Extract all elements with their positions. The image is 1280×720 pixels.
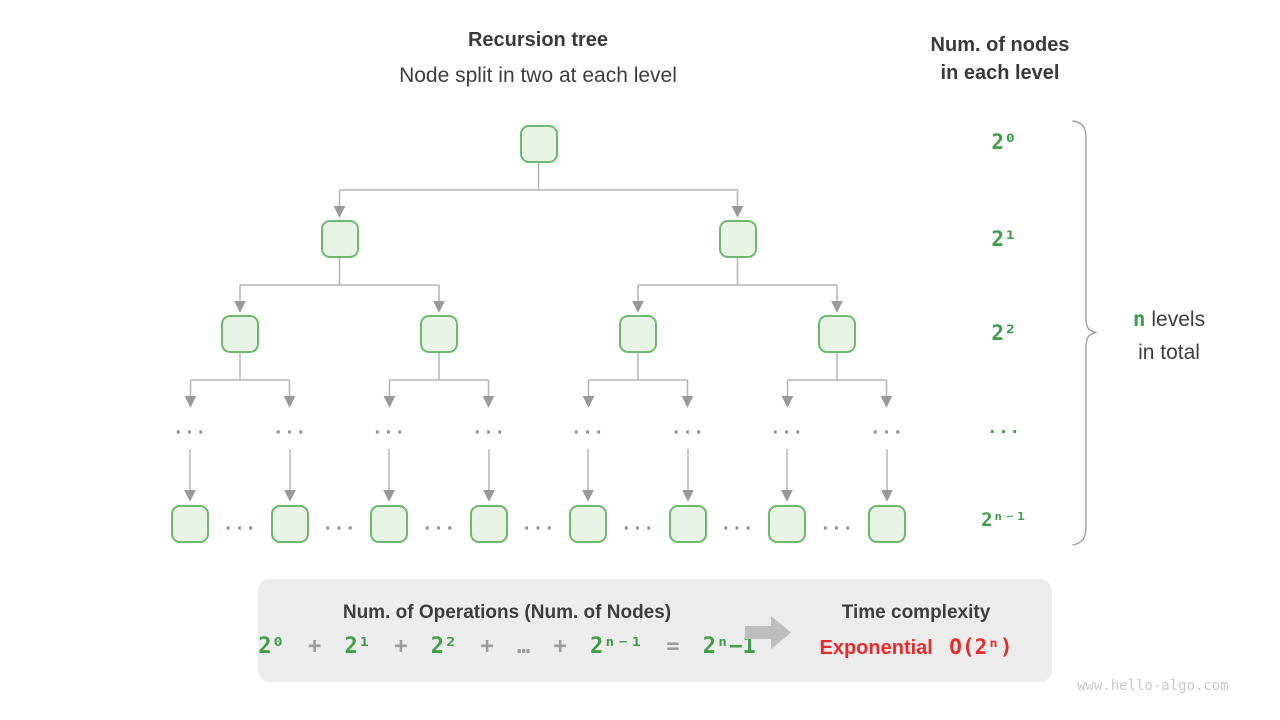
level-count-1: 2¹ [991, 227, 1017, 251]
in-total-line: in total [1138, 341, 1200, 364]
tree-node [868, 505, 906, 543]
right-header-line2: in each level [940, 62, 1060, 84]
ellipsis-label: ... [472, 418, 506, 439]
time-complexity-title: Time complexity [841, 602, 991, 623]
figure-subtitle: Node split in two at each level [399, 64, 677, 87]
eq-plus: + [308, 634, 322, 659]
eq-term-2pow0: 2⁰ [258, 634, 285, 659]
tree-node [370, 505, 408, 543]
tree-node [420, 315, 458, 353]
ellipsis-label: ... [422, 514, 456, 535]
ellipsis-label: ... [322, 514, 357, 535]
right-header-line1: Num. of nodes [930, 34, 1070, 56]
eq-plus: + [394, 634, 408, 659]
tree-node [470, 505, 508, 543]
n-symbol: n [1132, 307, 1146, 331]
ellipsis-label: ... [720, 514, 755, 535]
level-count-4: 2ⁿ⁻¹ [981, 509, 1027, 531]
watermark: www.hello-algo.com [1077, 678, 1229, 694]
operations-equation: 2⁰ + 2¹ + 2² + … + 2ⁿ⁻¹ = 2ⁿ−1 [253, 634, 760, 659]
ellipsis-label: ... [372, 418, 406, 439]
tree-node [818, 315, 856, 353]
brace-caption: n levels in total [1104, 303, 1234, 369]
ellipsis-label: ... [770, 418, 804, 439]
ellipsis-label: ... [273, 418, 307, 439]
eq-plus: + [480, 634, 494, 659]
tree-node [718, 220, 757, 258]
tree-node [320, 220, 359, 258]
ellipsis-label: ... [223, 514, 257, 535]
eq-term-2pow1: 2¹ [344, 634, 372, 659]
figure-title: Recursion tree [467, 29, 609, 51]
complexity-result: Exponential O(2ⁿ) [819, 635, 1012, 660]
complexity-legend: Num. of Operations (Num. of Nodes) 2⁰ + … [258, 579, 1052, 682]
tree-node [569, 505, 607, 543]
tree-node [619, 315, 657, 353]
ellipsis-label: ... [621, 514, 655, 535]
ellipsis-label: ... [671, 418, 705, 439]
eq-term-2pow2: 2² [430, 634, 458, 659]
tree-node [221, 315, 259, 353]
level-count-0: 2⁰ [991, 130, 1017, 154]
tree-node [768, 505, 806, 543]
ellipsis-label: ... [571, 418, 605, 439]
levels-word: levels [1151, 308, 1206, 331]
ellipsis-label: ... [521, 514, 556, 535]
tree-node [519, 125, 558, 163]
eq-ellipsis: … [517, 634, 531, 659]
ellipsis-label: ... [820, 514, 854, 535]
brace [1072, 120, 1097, 546]
eq-term-2pown1: 2ⁿ⁻¹ [590, 634, 643, 659]
complexity-big-o: O(2ⁿ) [949, 635, 1013, 659]
eq-equals: = [666, 634, 680, 659]
right-arrow-icon [745, 616, 791, 649]
eq-plus: + [553, 634, 567, 659]
ellipsis-label: ... [173, 418, 207, 439]
tree-node [669, 505, 707, 543]
ellipsis-label: ... [870, 418, 904, 439]
complexity-class-label: Exponential [819, 637, 933, 659]
tree-node [271, 505, 309, 543]
level-count-3: ... [987, 418, 1021, 438]
level-count-2: 2² [991, 321, 1017, 345]
tree-node [171, 505, 209, 543]
operations-title: Num. of Operations (Num. of Nodes) [342, 602, 672, 623]
